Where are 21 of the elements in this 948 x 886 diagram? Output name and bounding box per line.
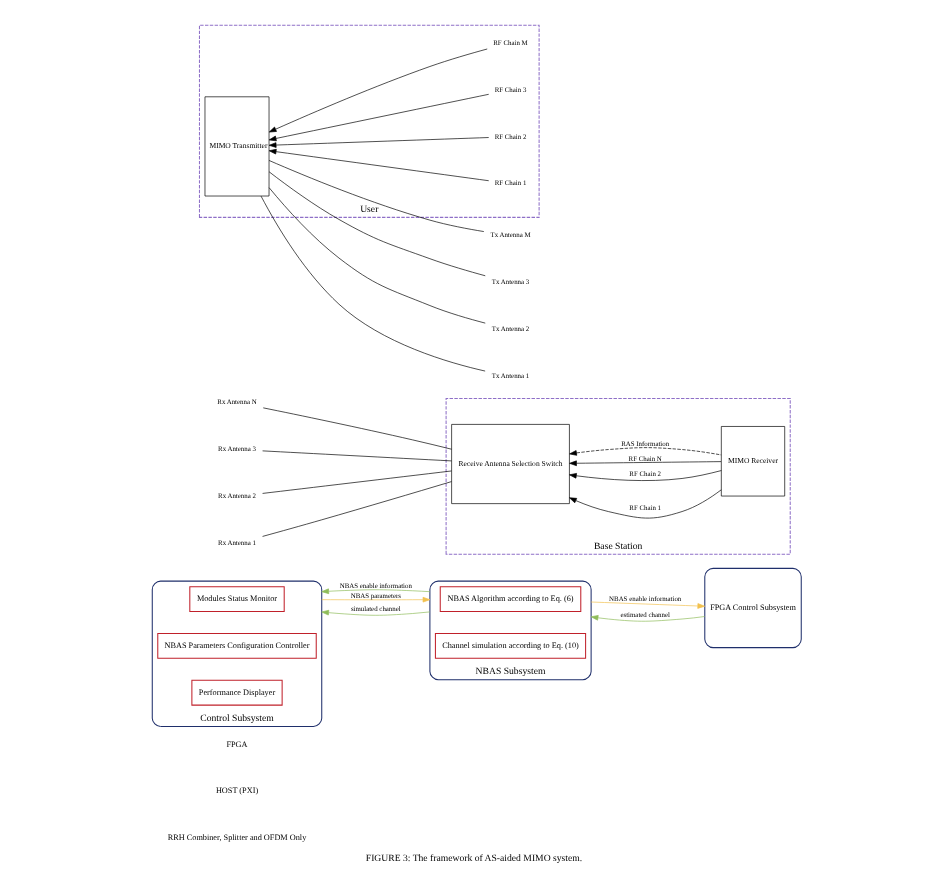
arrow: [590, 601, 706, 609]
arrow: [321, 609, 431, 616]
connector: [262, 470, 452, 494]
arrow: [569, 447, 722, 456]
connector: [268, 160, 485, 232]
arrow: [268, 137, 490, 148]
arrow: [569, 460, 722, 467]
connector: [268, 187, 486, 324]
arrow: [569, 489, 722, 519]
connector: [262, 407, 452, 450]
arrow: [321, 588, 431, 594]
connector: [260, 195, 486, 372]
connector: [262, 450, 452, 462]
arrow: [268, 48, 488, 133]
arrow: [321, 596, 431, 603]
arrow: [569, 470, 722, 481]
arrow: [268, 93, 490, 142]
connector: [268, 171, 486, 277]
arrow: [268, 148, 490, 182]
arrow: [590, 615, 705, 622]
connector: [262, 481, 452, 537]
